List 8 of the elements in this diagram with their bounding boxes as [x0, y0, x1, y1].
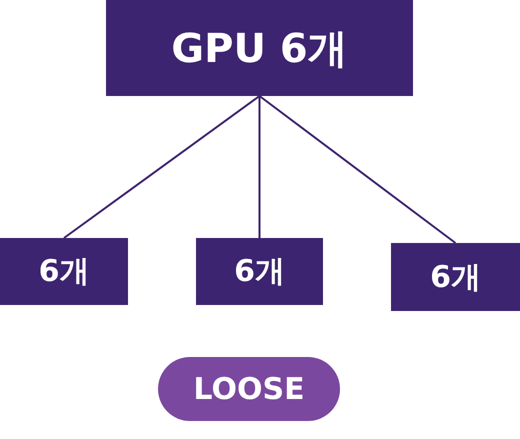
title-box: GPU 6개	[106, 0, 413, 96]
connector-line	[258, 96, 260, 238]
connector-line	[63, 95, 260, 239]
group-box: 6개	[0, 238, 128, 305]
pill-label: LOOSE	[158, 357, 340, 421]
group-box: 6개	[196, 238, 323, 305]
group-box: 6개	[391, 243, 520, 311]
connector-line	[258, 95, 456, 244]
